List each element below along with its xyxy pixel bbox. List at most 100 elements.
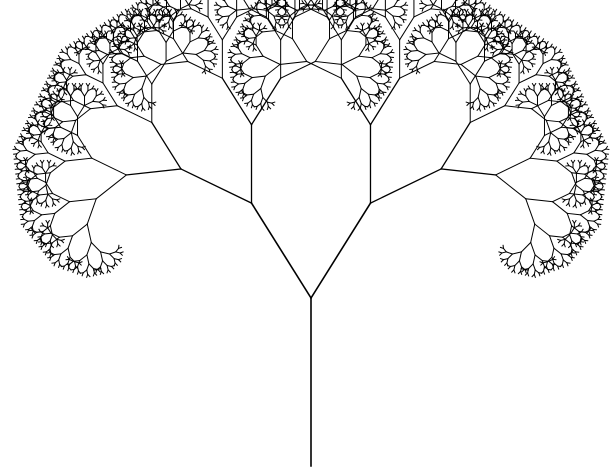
tree-branch — [54, 254, 60, 255]
tree-branch — [37, 232, 43, 233]
tree-branch — [564, 85, 570, 86]
tree-branch — [582, 134, 588, 135]
tree-branch — [189, 5, 195, 6]
tree-branch — [427, 5, 433, 6]
tree-branch — [556, 82, 562, 83]
tree-branch — [377, 83, 383, 84]
tree-branch — [117, 63, 123, 64]
tree-branch — [393, 16, 399, 17]
tree-branch — [118, 49, 124, 50]
tree-branch — [47, 108, 53, 109]
tree-branch — [120, 83, 126, 84]
tree-branch — [568, 118, 574, 119]
tree-branch — [34, 134, 40, 135]
tree-branch — [58, 72, 64, 73]
tree-branch — [26, 201, 32, 202]
tree-branch — [497, 49, 503, 50]
tree-branch — [235, 54, 241, 55]
tree-branch — [94, 60, 100, 61]
tree-branch — [204, 50, 210, 51]
tree-branch — [248, 28, 254, 29]
tree-branch — [254, 15, 260, 16]
tree-branch — [522, 60, 528, 61]
tree-branch — [32, 191, 38, 192]
tree-branch — [45, 233, 51, 234]
tree-branch — [46, 98, 52, 99]
tree-branch — [523, 101, 529, 102]
tree-branch — [247, 94, 253, 95]
tree-branch — [129, 28, 135, 29]
tree-branch — [58, 138, 64, 139]
tree-branch — [591, 191, 597, 192]
tree-branch — [164, 16, 170, 17]
tree-branch — [48, 118, 54, 119]
tree-branch — [93, 50, 99, 51]
tree-branch — [283, 16, 289, 17]
tree-branch — [342, 16, 348, 17]
tree-branch — [362, 15, 368, 16]
tree-branch — [551, 60, 557, 61]
tree-branch — [49, 127, 55, 128]
tree-branch — [236, 63, 242, 64]
tree-branch — [308, 5, 314, 6]
tree-branch — [379, 63, 385, 64]
tree-branch — [497, 74, 503, 75]
tree-branch — [487, 94, 493, 95]
tree-branch — [561, 254, 567, 255]
tree-branch — [39, 112, 45, 113]
tree-branch — [589, 138, 595, 139]
tree-branch — [135, 15, 141, 16]
tree-branch — [59, 82, 65, 83]
tree-branch — [594, 160, 600, 161]
tree-branch — [282, 6, 288, 7]
tree-branch — [332, 16, 338, 17]
tree-branch — [394, 6, 400, 7]
tree-branch — [64, 60, 70, 61]
tree-branch — [274, 16, 280, 17]
tree-branch — [116, 54, 122, 55]
tree-branch — [223, 16, 229, 17]
tree-branch — [411, 50, 417, 51]
tree-branch — [93, 101, 99, 102]
tree-branch — [22, 170, 28, 171]
tree-branch — [590, 201, 596, 202]
tree-branch — [28, 221, 34, 222]
tree-branch — [434, 27, 440, 28]
tree-branch — [198, 38, 204, 39]
tree-branch — [585, 178, 591, 179]
tree-branch — [496, 83, 502, 84]
tree-branch — [380, 54, 386, 55]
tree-branch — [20, 150, 26, 151]
tree-branch — [589, 211, 595, 212]
tree-branch — [570, 243, 576, 244]
tree-branch — [239, 83, 245, 84]
tree-branch — [118, 74, 124, 75]
tree-branch — [33, 125, 39, 126]
tree-branch — [249, 38, 255, 39]
tree-branch — [542, 261, 548, 262]
tree-branch — [99, 38, 105, 39]
tree-branch — [153, 27, 159, 28]
tree-branch — [471, 27, 477, 28]
tree-branch — [27, 211, 33, 212]
tree-branch — [577, 112, 583, 113]
tree-branch — [412, 60, 418, 61]
tree-branch — [368, 94, 374, 95]
tree-branch — [341, 6, 347, 7]
tree-branch — [417, 38, 423, 39]
tree-branch — [569, 108, 575, 109]
tree-branch — [498, 63, 504, 64]
tree-branch — [222, 6, 228, 7]
tree-branch — [128, 94, 134, 95]
tree-branch — [558, 138, 564, 139]
tree-branch — [21, 160, 27, 161]
tree-branch — [237, 74, 243, 75]
tree-branch — [203, 60, 209, 61]
tree-branch — [163, 6, 169, 7]
tree-branch — [595, 150, 601, 151]
tree-branch — [588, 221, 594, 222]
tree-branch — [374, 41, 380, 42]
tree-branch — [130, 38, 136, 39]
